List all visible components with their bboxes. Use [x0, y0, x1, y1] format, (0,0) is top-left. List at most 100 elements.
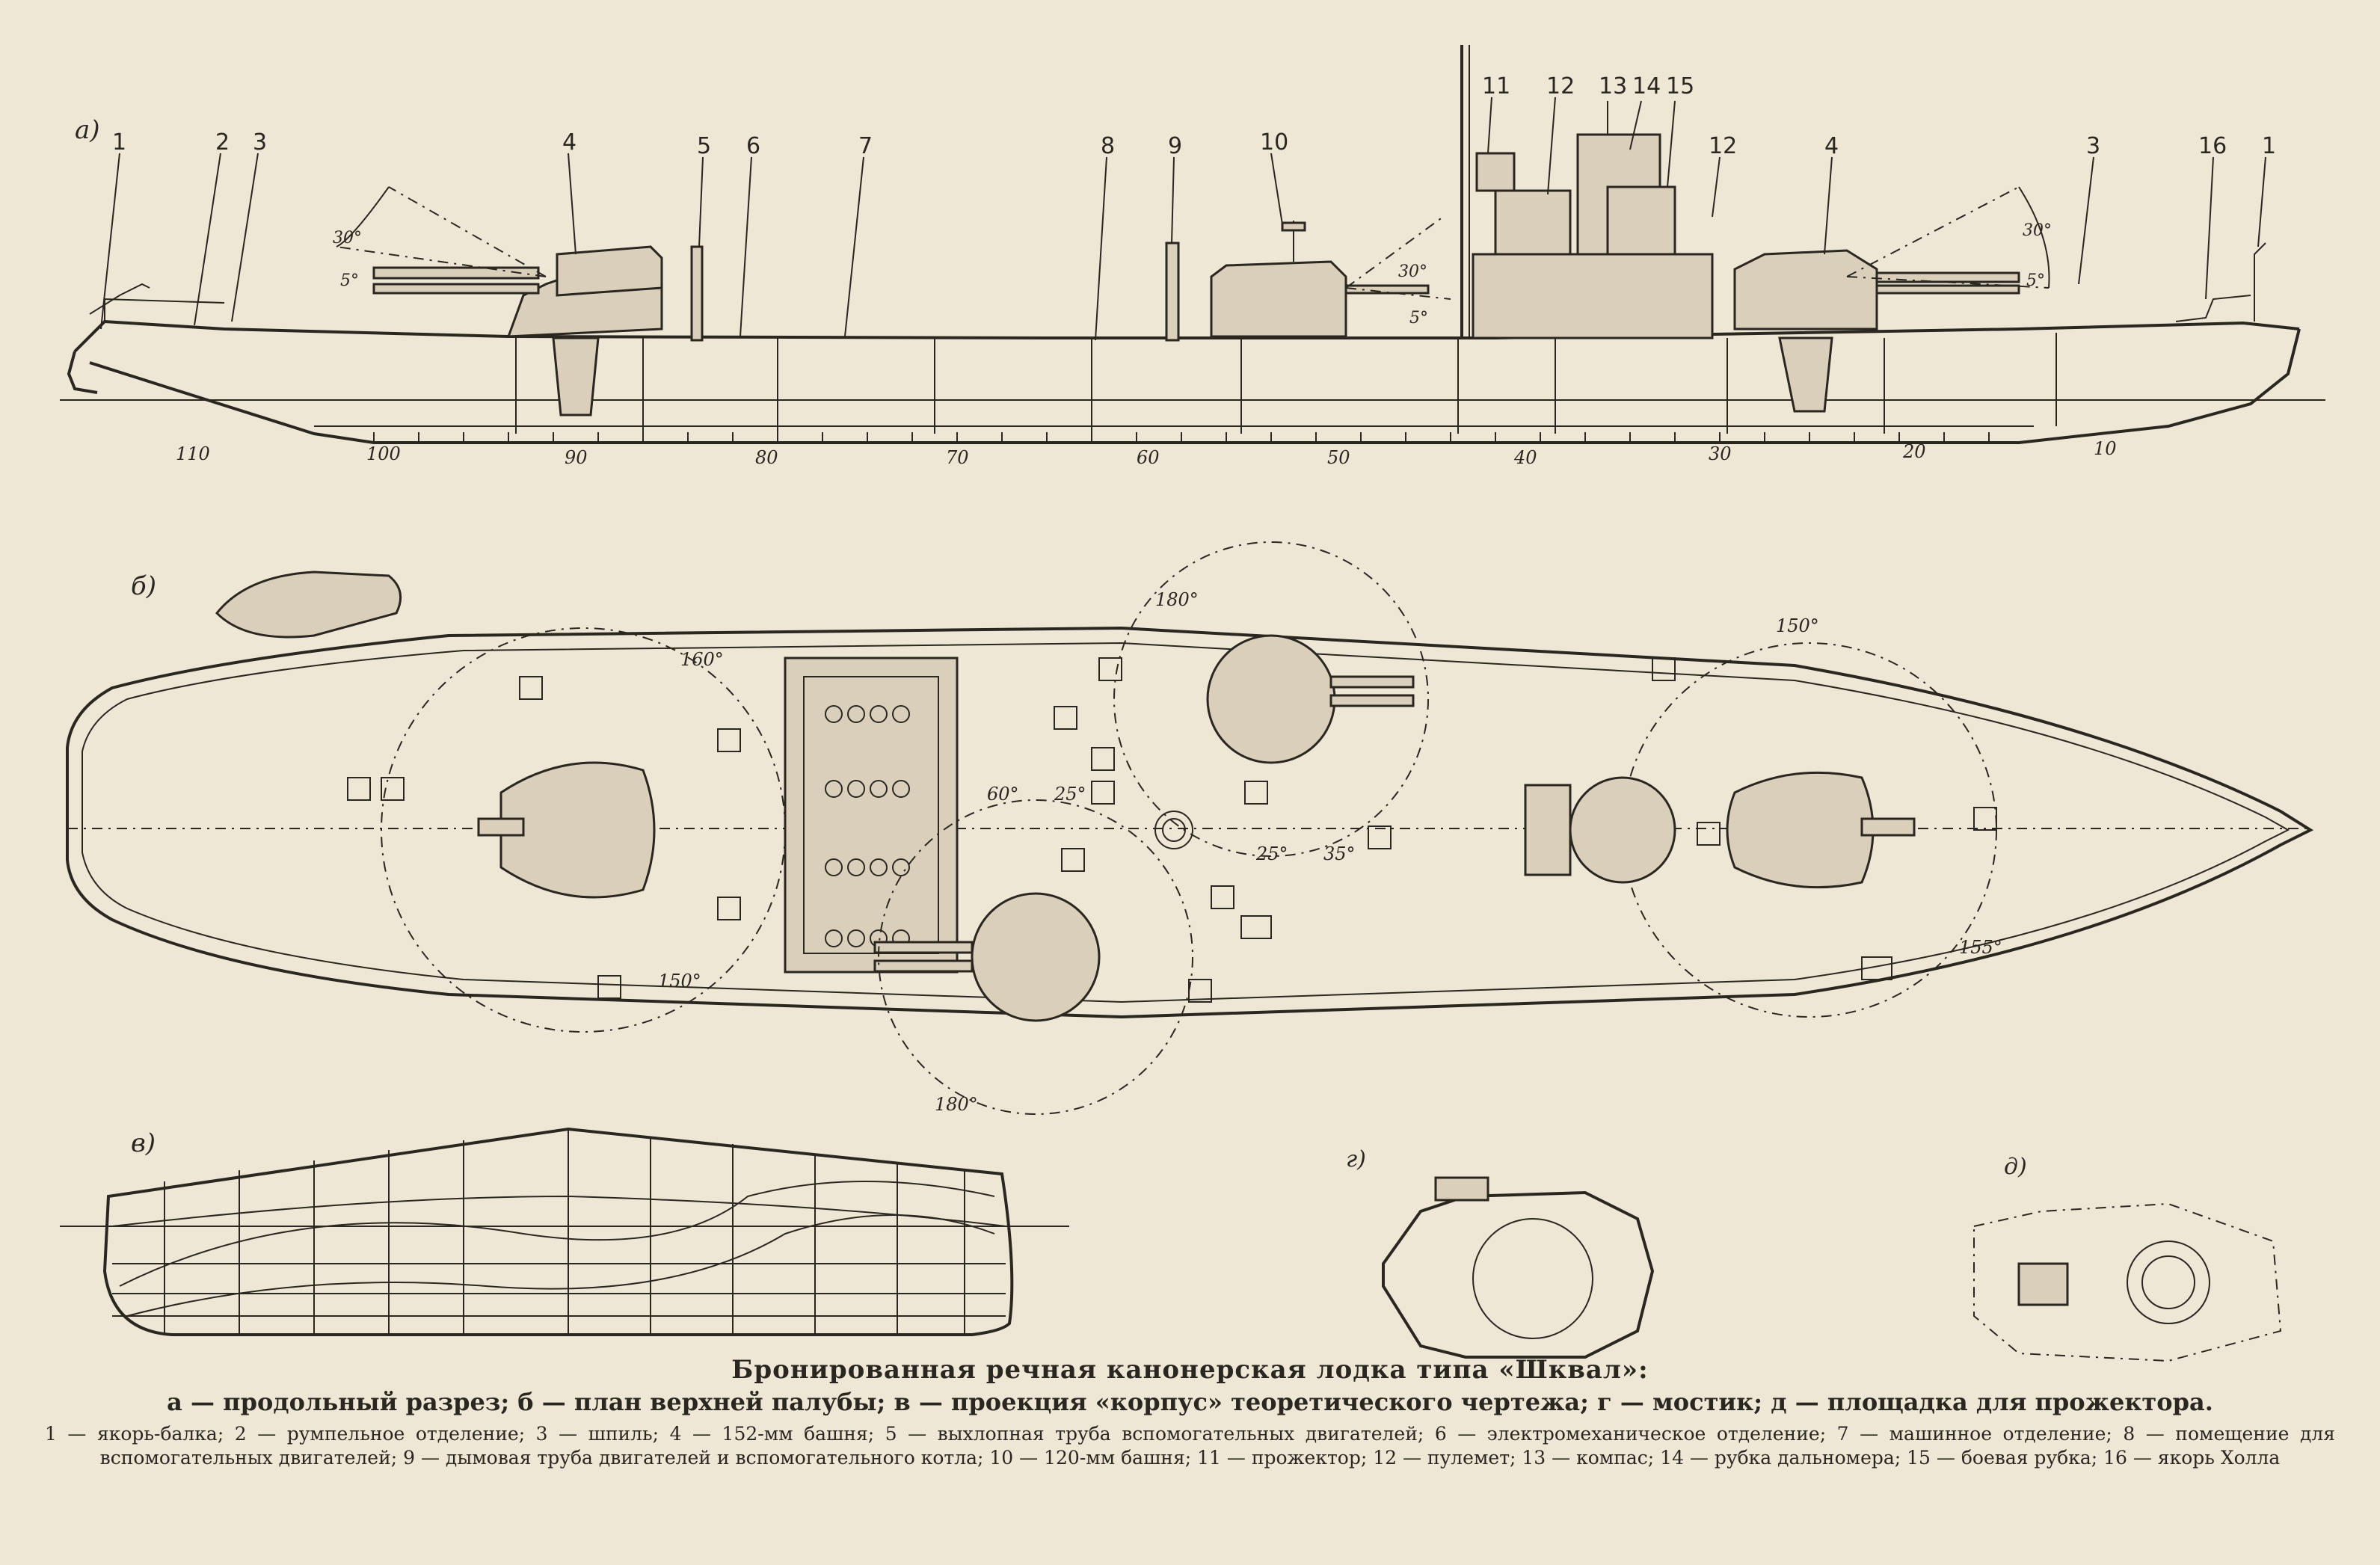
callout-16: 16: [2198, 133, 2227, 159]
anchor-davit-bow: [2254, 242, 2266, 322]
callout-4-aft: 4: [562, 129, 576, 156]
funnel: [1165, 242, 1180, 342]
callout-3-stern: 3: [253, 129, 267, 156]
frame-ticks: [373, 432, 1990, 443]
body-plan-view: в): [60, 1127, 1069, 1336]
view-label-a: а): [75, 115, 100, 145]
svg-text:5°: 5°: [1409, 309, 1428, 328]
caption-legend: 1 — якорь-балка; 2 — румпельное отделени…: [45, 1423, 2335, 1469]
frame-100: 100: [366, 443, 401, 464]
svg-text:35°: 35°: [1323, 843, 1356, 864]
bridge-view: г): [1346, 1146, 1655, 1359]
svg-text:25°: 25°: [1255, 843, 1288, 864]
svg-text:150°: 150°: [1776, 615, 1819, 636]
exhaust-pipe: [690, 245, 704, 342]
callout-leaders: [100, 96, 2266, 341]
hull-keel-line: [89, 328, 2301, 444]
frame-20: 20: [1902, 441, 1926, 462]
callout-8: 8: [1101, 133, 1115, 159]
skylight-portholes: [825, 705, 910, 947]
120mm-turret-plan-top: [1113, 541, 1429, 857]
fore-152mm-turret: [1733, 249, 2020, 413]
svg-text:30°: 30°: [1398, 262, 1427, 281]
firing-angles-plan: 160° 150° 180° 180° 150° 155° 60° 25° 25…: [658, 589, 2002, 1115]
callout-11: 11: [1482, 73, 1510, 99]
view-label-d: д): [2004, 1154, 2027, 1180]
bulkheads: [515, 333, 2057, 434]
stern-post: [67, 351, 98, 394]
stern-bulwark: [104, 298, 225, 322]
conning-tower-plan: [1569, 776, 1676, 884]
svg-text:160°: 160°: [680, 649, 724, 670]
callout-3-bow: 3: [2086, 133, 2100, 159]
bridge-plan: [1524, 784, 1572, 876]
callout-1-bow: 1: [2262, 133, 2276, 159]
view-label-v: в): [131, 1128, 156, 1158]
svg-text:5°: 5°: [2026, 271, 2045, 290]
caption-subtitle: а — продольный разрез; б — план верхней …: [167, 1388, 2213, 1416]
deck-inner-line: [82, 642, 2290, 1003]
bridge-outline: [1382, 1190, 1655, 1359]
view-label-g: г): [1346, 1146, 1366, 1172]
svg-text:155°: 155°: [1959, 937, 2002, 958]
body-plan-stations: [111, 1129, 1006, 1335]
upper-deck-plan-view: б): [66, 541, 2314, 1115]
svg-text:150°: 150°: [658, 971, 701, 991]
callout-4-fore: 4: [1824, 133, 1839, 159]
aft-152mm-turret-plan: [381, 627, 786, 1033]
bridge-ladder: [1434, 1176, 1489, 1202]
side-callout-numbers: 1 2 3 4 5 6 7 8 9 10 11 12 13 14 15 12 4…: [112, 73, 2276, 159]
frame-30: 30: [1709, 443, 1732, 464]
callout-2: 2: [215, 129, 230, 156]
caption-block: Бронированная речная канонерская лодка т…: [0, 1355, 2380, 1470]
120mm-turret: [1210, 221, 1430, 338]
caption-title: Бронированная речная канонерская лодка т…: [731, 1355, 1649, 1385]
engine-room-skylight: [784, 657, 959, 974]
callout-12-bridge: 12: [1546, 73, 1575, 99]
searchlight-platform-view: д): [1973, 1154, 2282, 1362]
callout-1-stern: 1: [112, 129, 126, 156]
svg-text:25°: 25°: [1054, 784, 1086, 805]
frame-10: 10: [2094, 438, 2117, 459]
callout-15: 15: [1666, 73, 1694, 99]
svg-text:180°: 180°: [1155, 589, 1199, 610]
frame-60: 60: [1137, 447, 1160, 468]
ships-boat: [215, 571, 402, 639]
callout-12-fore: 12: [1709, 133, 1737, 159]
superstructure: [1460, 45, 1714, 339]
main-deck-line: [73, 319, 2300, 353]
svg-text:30°: 30°: [2023, 221, 2052, 240]
svg-text:5°: 5°: [340, 271, 359, 290]
funnel-plan: [1154, 811, 1193, 849]
bridge-tower: [1472, 1218, 1593, 1339]
svg-text:60°: 60°: [987, 784, 1019, 805]
aft-152mm-turret: [372, 245, 663, 416]
frame-70: 70: [946, 447, 969, 468]
longitudinal-section-view: а): [60, 45, 2325, 468]
callout-7: 7: [858, 133, 873, 159]
view-label-b: б): [131, 571, 156, 601]
body-plan-outline: [102, 1127, 1014, 1336]
anchor-davit-stern: [89, 283, 150, 315]
callout-5: 5: [697, 133, 711, 159]
fore-152mm-turret-plan: [1622, 642, 1997, 1018]
frame-90: 90: [565, 447, 588, 468]
frame-40: 40: [1513, 447, 1537, 468]
platform-outline: [1973, 1202, 2282, 1362]
frame-numbers: 110 100 90 80 70 60 50 40 30 20 10: [176, 438, 2117, 468]
callout-13: 13: [1599, 73, 1627, 99]
firing-angles-side: 30° 5° 30° 5° 30° 5°: [333, 186, 2052, 328]
deck-hatches: [347, 657, 1997, 1003]
frame-110: 110: [176, 443, 210, 464]
callout-6: 6: [746, 133, 760, 159]
svg-text:180°: 180°: [935, 1094, 978, 1115]
callout-10: 10: [1260, 129, 1288, 156]
callout-9: 9: [1168, 133, 1182, 159]
callout-14: 14: [1632, 73, 1661, 99]
svg-text:30°: 30°: [333, 229, 362, 247]
searchlight-cabin: [2017, 1262, 2069, 1306]
120mm-turret-plan-bottom: [873, 799, 1193, 1115]
hall-anchor: [2175, 295, 2251, 322]
frame-50: 50: [1327, 447, 1350, 468]
